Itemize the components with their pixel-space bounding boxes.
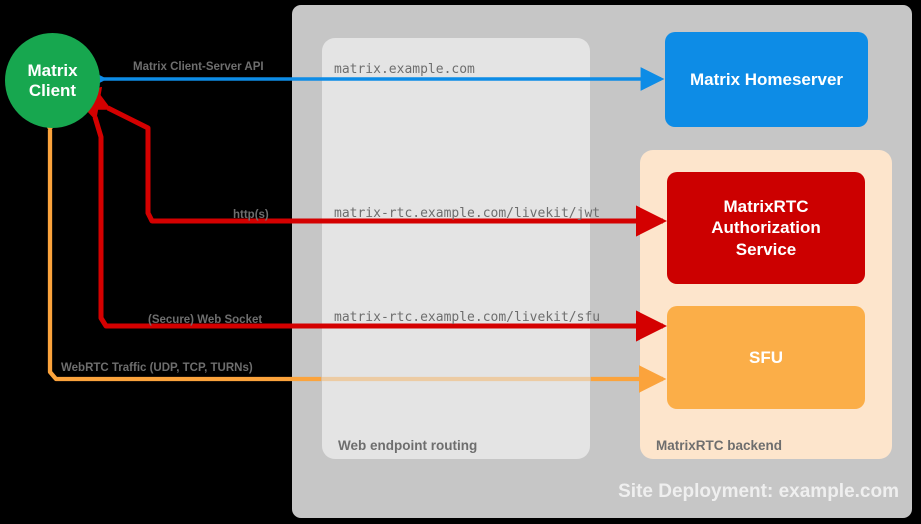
node-matrix-homeserver[interactable]: Matrix Homeserver xyxy=(665,32,868,127)
flow-label-websocket: (Secure) Web Socket xyxy=(148,314,263,326)
flow-label-client-server-api: Matrix Client-Server API xyxy=(133,61,264,73)
endpoint-url-jwt: matrix-rtc.example.com/livekit/jwt xyxy=(334,206,601,221)
matrix-client-label: Matrix Client xyxy=(27,60,78,100)
node-sfu[interactable]: SFU xyxy=(667,306,865,409)
matrix-homeserver-label: Matrix Homeserver xyxy=(689,69,844,89)
caption-site-deployment: Site Deployment: example.com xyxy=(618,481,899,502)
caption-web-endpoint-routing: Web endpoint routing xyxy=(338,438,478,453)
node-matrixrtc-authorization-service[interactable]: MatrixRTC Authorization Service xyxy=(667,172,865,284)
flow-label-https: http(s) xyxy=(233,209,269,221)
flow-websocket xyxy=(72,86,667,342)
endpoint-url-sfu: matrix-rtc.example.com/livekit/sfu xyxy=(334,310,601,325)
flow-label-webrtc: WebRTC Traffic (UDP, TCP, TURNs) xyxy=(61,362,253,374)
sfu-label: SFU xyxy=(749,347,783,367)
caption-matrixrtc-backend: MatrixRTC backend xyxy=(656,438,783,453)
endpoint-url-homeserver: matrix.example.com xyxy=(334,62,475,77)
auth-service-label: MatrixRTC Authorization Service xyxy=(711,197,821,259)
node-matrix-client[interactable]: Matrix Client xyxy=(5,33,100,128)
